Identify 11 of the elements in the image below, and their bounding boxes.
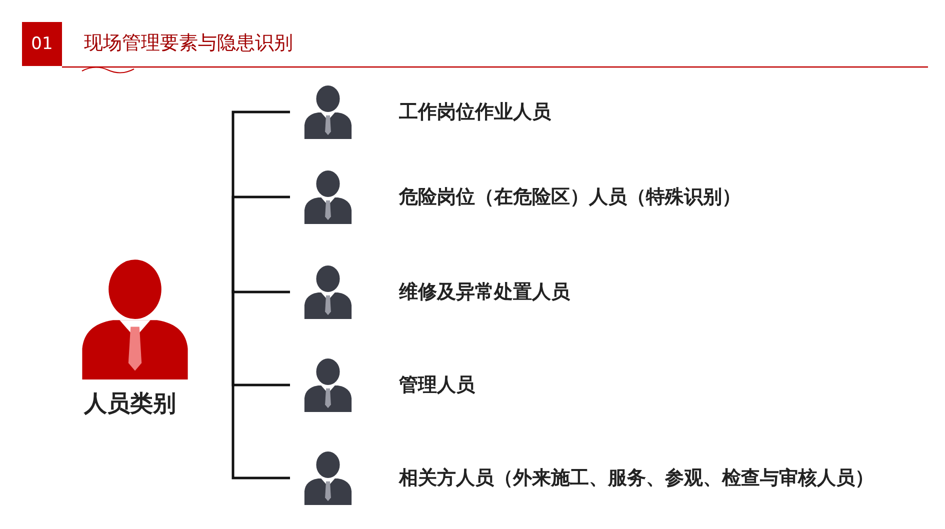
node-text: 管理人员 <box>399 373 476 398</box>
node-text: 危险岗位（在危险区）人员（特殊识别） <box>399 185 742 210</box>
node-text: 工作岗位作业人员 <box>399 100 552 125</box>
connector-line <box>232 290 290 294</box>
node-text: 相关方人员（外来施工、服务、参观、检查与审核人员） <box>399 466 875 491</box>
node-text: 维修及异常处置人员 <box>399 280 571 305</box>
section-number: 01 <box>22 22 62 66</box>
node-text: 人员类别 <box>84 390 176 419</box>
connector-line <box>232 196 290 290</box>
slide-title: 现场管理要素与隐患识别 <box>84 31 293 56</box>
connector-line <box>232 290 290 480</box>
